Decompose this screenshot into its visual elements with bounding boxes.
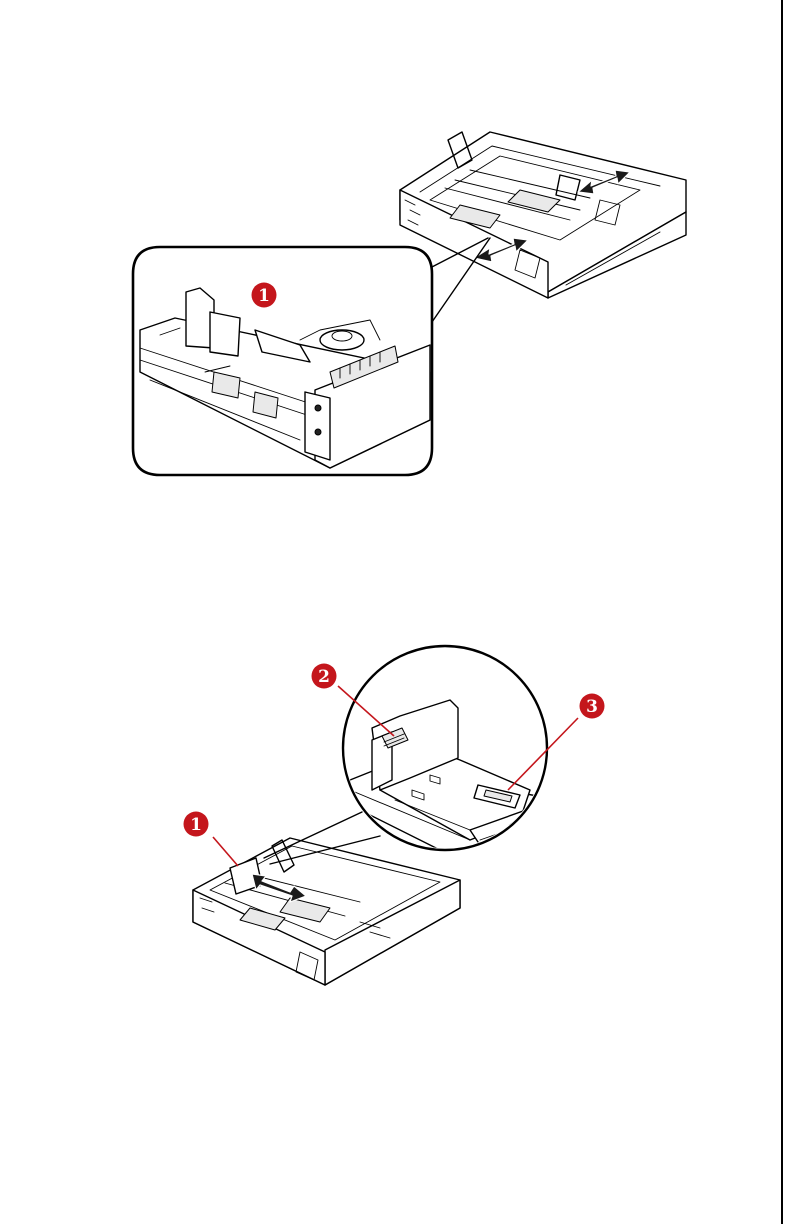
callout-number: 1 (258, 286, 270, 306)
magnified-detail-view (133, 247, 432, 475)
callout-number: 1 (190, 815, 202, 835)
bottom-figure-paper-tray-guides: 1 2 3 (0, 640, 792, 1000)
bottom-figure-illustration: 1 2 3 (0, 640, 792, 1000)
callout-badge-icon: 1 (184, 812, 209, 837)
callout-badge-icon: 2 (312, 664, 337, 689)
magnified-detail-view (343, 646, 560, 860)
callout-number: 2 (318, 667, 330, 687)
callout-badge-icon: 3 (580, 694, 605, 719)
paper-tray-drawing (400, 132, 686, 298)
top-figure-paper-tray-guides: 1 (0, 0, 792, 500)
top-figure-illustration: 1 (0, 0, 792, 500)
callout-badge-icon: 1 (252, 283, 277, 308)
callout-number: 3 (586, 697, 598, 717)
callout-leader-line (213, 837, 238, 866)
